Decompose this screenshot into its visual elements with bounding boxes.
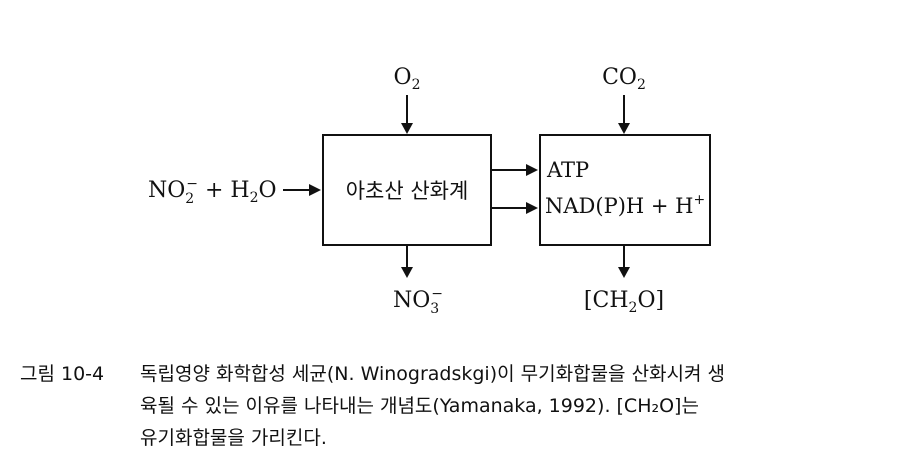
caption-line-2: 육될 수 있는 이유를 나타내는 개념도(Yamanaka, 1992). [C…: [140, 395, 699, 417]
nadph-sup: +: [693, 192, 705, 208]
figure-caption: 그림 10-4 독립영양 화학합성 세균(N. Winogradskgi)이 무…: [20, 358, 900, 454]
nitrate-arrow-head: [401, 267, 413, 278]
water-o: O: [258, 178, 276, 203]
nitrite-water-label: NO2− + H2O: [148, 176, 277, 207]
nitrate-main: NO: [393, 288, 430, 313]
o2-arrow-head: [401, 123, 413, 134]
nitrate-charge: −: [431, 286, 443, 302]
nitrite-charge: −: [186, 176, 198, 192]
caption-row-3: 유기화합물을 가리킨다.: [20, 422, 900, 454]
caption-row-2: 육될 수 있는 이유를 나타내는 개념도(Yamanaka, 1992). [C…: [20, 390, 900, 422]
ch2o-arrow-head: [618, 267, 630, 278]
caption-indent: [20, 390, 140, 422]
nitrite-oxidation-diagram: 아초산 산화계 ATP NAD(P)H + H+ O2 CO2 NO2− + H…: [148, 65, 711, 317]
nitrite-oxidation-label: 아초산 산화계: [346, 179, 469, 203]
ch2o-main: [CH: [584, 288, 629, 313]
co2-main: CO: [602, 65, 637, 90]
plus-h: + H: [198, 178, 250, 203]
co2-label: CO2: [602, 65, 646, 93]
co2-sub: 2: [637, 77, 646, 93]
connect-arrow-1-head: [526, 164, 538, 176]
left-input-arrow-head: [309, 184, 321, 196]
o2-sub: 2: [412, 77, 421, 93]
o2-label: O2: [394, 65, 421, 93]
nadph-text: NAD(P)H + H: [545, 194, 693, 218]
caption-line-3: 유기화합물을 가리킨다.: [140, 427, 327, 449]
o2-main: O: [394, 65, 412, 90]
caption-indent: [20, 422, 140, 454]
water-sub: 2: [250, 190, 259, 206]
nitrate-label: NO3−: [393, 286, 443, 317]
caption-row-1: 그림 10-4 독립영양 화학합성 세균(N. Winogradskgi)이 무…: [20, 358, 900, 390]
ch2o-end: O]: [637, 288, 664, 313]
ch2o-sub: 2: [629, 300, 638, 316]
connect-arrow-2-head: [526, 202, 538, 214]
ch2o-label: [CH2O]: [584, 288, 664, 316]
nitrite-main: NO: [148, 178, 185, 203]
caption-figure-number: 그림 10-4: [20, 363, 105, 385]
energy-products-box: [539, 134, 711, 246]
caption-line-1: 독립영양 화학합성 세균(N. Winogradskgi)이 무기화합물을 산화…: [140, 363, 726, 385]
atp-label: ATP: [546, 158, 589, 182]
nadph-label: NAD(P)H + H+: [545, 192, 705, 218]
nitrate-sub: 3: [430, 301, 439, 317]
co2-arrow-head: [618, 123, 630, 134]
nitrite-sub: 2: [185, 191, 194, 207]
